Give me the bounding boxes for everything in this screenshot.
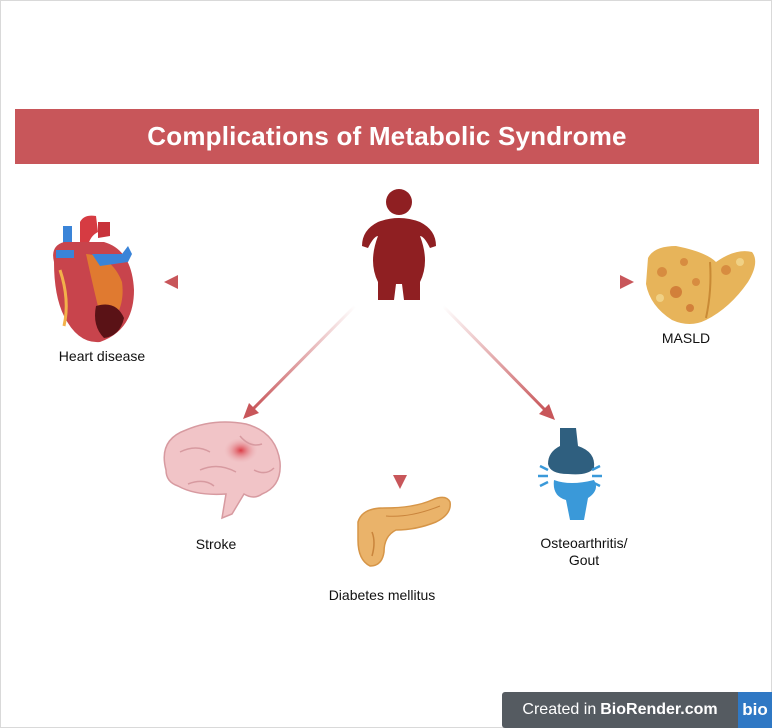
arrow-to-pancreas: [393, 305, 407, 489]
arrow-to-joint: [441, 304, 555, 420]
label-diabetes-mellitus: Diabetes mellitus: [328, 587, 436, 603]
biorender-credit[interactable]: Created in BioRender.com: [502, 692, 738, 728]
credit-brand: BioRender.com: [600, 701, 718, 718]
label-osteoarthritis-gout: Osteoarthritis/ Gout: [540, 535, 628, 568]
arrow-to-heart: [164, 275, 305, 289]
brain-icon: [163, 421, 281, 520]
pancreas-icon: [357, 496, 451, 567]
heart-icon: [53, 215, 134, 343]
joint-icon: [538, 428, 602, 520]
title-banner: Complications of Metabolic Syndrome: [15, 109, 759, 164]
label-stroke: Stroke: [195, 536, 237, 552]
biorender-badge[interactable]: Created in BioRender.com bio: [502, 692, 772, 728]
label-masld: MASLD: [661, 330, 711, 346]
liver-icon: [646, 246, 756, 324]
person-icon: [362, 189, 436, 300]
arrow-to-liver: [490, 275, 634, 289]
biorender-logo-icon[interactable]: bio: [738, 692, 772, 728]
label-heart-disease: Heart disease: [58, 348, 146, 364]
credit-prefix: Created in: [522, 701, 597, 718]
arrow-to-brain: [243, 304, 357, 419]
page-title: Complications of Metabolic Syndrome: [147, 121, 627, 151]
